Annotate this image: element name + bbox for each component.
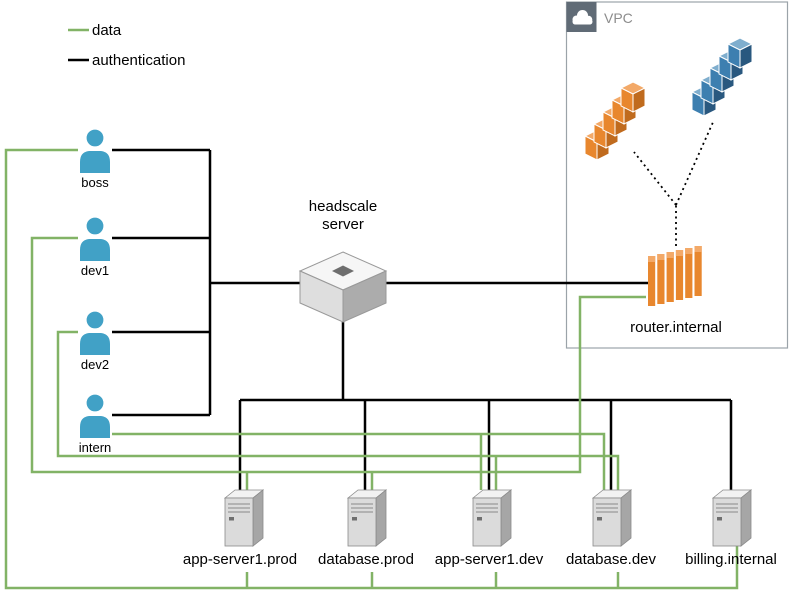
cloud-icon [572,10,593,25]
server-label: database.prod [318,551,414,568]
edge-dotted-router-orange [633,151,677,206]
server-label: app-server1.prod [183,551,297,568]
authentication-edges [112,148,733,490]
headscale-label-line2: server [322,216,364,233]
node-headscale-server [298,251,388,323]
vpc-label: VPC [604,10,633,26]
legend-auth-label: authentication [92,52,185,69]
user-icon [78,127,112,175]
user-icon [78,392,112,440]
server-label: app-server1.dev [435,551,544,568]
user-label: intern [79,440,112,455]
user-label: boss [81,175,109,190]
node-database-dev: database.dev [566,489,657,568]
user-label: dev1 [81,263,109,278]
node-dev2: dev2 [78,309,112,372]
edge-dotted-router-blue [675,119,715,206]
headscale-label-line1: headscale [309,198,377,215]
node-app-server1-dev: app-server1.dev [435,489,544,568]
node-boss: boss [78,127,112,190]
edge-data-boss-bus [4,148,739,590]
vpc-border [565,1,789,349]
edge-data-dev2-dbdev [56,330,620,490]
node-router-internal: router.internal [630,246,722,336]
server-icon [472,489,512,547]
server-icon [592,489,632,547]
server-icon [224,489,264,547]
instance-stack-blue-icon [691,37,753,117]
server-label: billing.internal [685,551,777,568]
server-label: database.dev [566,551,657,568]
node-app-server1-prod: app-server1.prod [183,489,297,568]
edge-data-dev1-router [30,236,646,474]
server-icon [347,489,387,547]
user-label: dev2 [81,357,109,372]
data-edges [4,148,739,590]
router-icon [648,246,702,306]
edge-data-intern-dbdev [112,432,606,490]
router-label: router.internal [630,319,722,336]
node-billing-internal: billing.internal [685,489,777,568]
instance-stack-orange-icon [584,81,646,161]
user-icon [78,309,112,357]
node-dev1: dev1 [78,215,112,278]
dotted-edges [633,119,715,246]
node-intern: intern [78,392,112,455]
server-icon [712,489,752,547]
vpc-group: VPC [565,1,789,349]
legend-data-label: data [92,22,122,39]
user-icon [78,215,112,263]
legend: data authentication [68,22,185,69]
node-database-prod: database.prod [318,489,414,568]
